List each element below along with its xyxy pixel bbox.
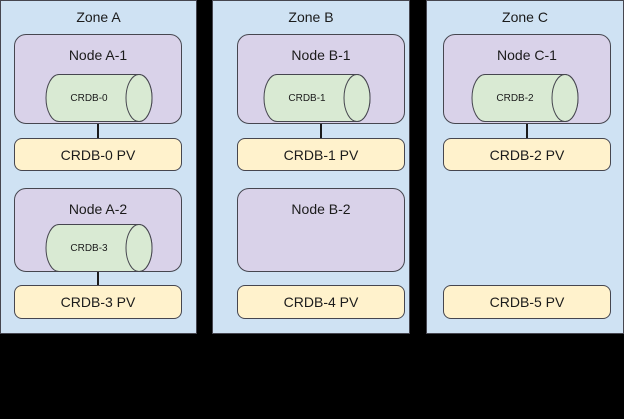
pv-label: CRDB-3 PV bbox=[60, 294, 136, 310]
node-label: Node B-1 bbox=[291, 47, 351, 63]
pv-label: CRDB-4 PV bbox=[283, 294, 359, 310]
pv-box-crdb-2-pv[interactable]: CRDB-2 PV bbox=[443, 138, 611, 171]
connector-line-node-b-1 bbox=[320, 124, 322, 138]
node-label: Node B-2 bbox=[291, 201, 351, 217]
node-label: Node C-1 bbox=[497, 47, 557, 63]
database-cylinder-crdb-1[interactable]: CRDB-1 bbox=[263, 74, 371, 122]
database-cylinder-crdb-2[interactable]: CRDB-2 bbox=[471, 74, 579, 122]
node-label: Node A-2 bbox=[68, 201, 128, 217]
connector-line-node-c-1 bbox=[526, 124, 528, 138]
connector-line-node-a-1 bbox=[97, 124, 99, 138]
pv-label: CRDB-0 PV bbox=[60, 146, 136, 163]
zone-title: Zone C bbox=[502, 9, 548, 25]
pv-box-crdb-1-pv[interactable]: CRDB-1 PV bbox=[237, 138, 405, 171]
database-label: CRDB-2 bbox=[496, 92, 534, 104]
node-box-node-b-2[interactable]: Node B-2 bbox=[237, 188, 405, 272]
pv-label: CRDB-1 PV bbox=[283, 146, 359, 163]
zone-title: Zone A bbox=[76, 9, 121, 25]
pv-label: CRDB-5 PV bbox=[489, 294, 565, 310]
database-label: CRDB-1 bbox=[288, 92, 326, 104]
database-cylinder-crdb-0[interactable]: CRDB-0 bbox=[45, 74, 153, 122]
node-label: Node A-1 bbox=[68, 47, 128, 63]
pv-box-crdb-4-pv[interactable]: CRDB-4 PV bbox=[237, 285, 405, 319]
pv-box-crdb-3-pv[interactable]: CRDB-3 PV bbox=[14, 285, 182, 319]
pv-box-crdb-5-pv[interactable]: CRDB-5 PV bbox=[443, 285, 611, 319]
database-label: CRDB-0 bbox=[70, 92, 108, 104]
connector-line-node-a-2 bbox=[97, 272, 99, 285]
database-label: CRDB-3 bbox=[70, 242, 108, 254]
zone-title: Zone B bbox=[288, 9, 334, 25]
pv-label: CRDB-2 PV bbox=[489, 146, 565, 163]
database-cylinder-crdb-3[interactable]: CRDB-3 bbox=[45, 224, 153, 272]
pv-box-crdb-0-pv[interactable]: CRDB-0 PV bbox=[14, 138, 182, 171]
